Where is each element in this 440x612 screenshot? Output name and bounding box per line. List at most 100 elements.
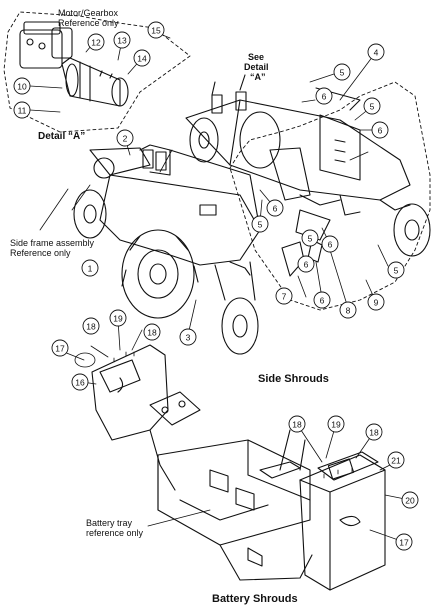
callout-number: 5 (394, 266, 399, 276)
callout-circle (387, 451, 405, 469)
callout-6: 6 (371, 121, 389, 139)
callout-9: 9 (367, 293, 385, 311)
side-frame-ref-line2: Reference only (10, 248, 71, 258)
callout-5: 5 (301, 229, 319, 247)
callout-19: 19 (109, 309, 127, 327)
callout-5: 5 (333, 63, 351, 81)
callout-number: 6 (273, 204, 278, 214)
callout-circle (13, 77, 31, 95)
callout-number: 3 (186, 333, 191, 343)
callout-11: 11 (13, 101, 31, 119)
callout-number: 18 (86, 322, 96, 332)
callout-5: 5 (387, 261, 405, 279)
callout-number: 1 (88, 264, 93, 274)
callout-circle (367, 43, 385, 61)
side-shroud-boundary (229, 81, 431, 311)
callout-circle (297, 255, 315, 273)
detail-a-ref-label-line1: Motor/Gearbox (58, 8, 119, 18)
callout-19: 19 (327, 415, 345, 433)
callout-number: 15 (151, 26, 161, 36)
side-shrouds-caption: Side Shrouds (258, 373, 329, 385)
callout-circle (147, 21, 165, 39)
see-detail-line3: “A” (250, 72, 266, 82)
callout-number: 7 (282, 292, 287, 302)
see-detail-line2: Detail (244, 62, 269, 72)
battery-tray-illustration (157, 429, 313, 581)
motor-gearbox-illustration (19, 21, 129, 107)
callout-number: 2 (123, 134, 128, 144)
callout-number: 11 (18, 106, 27, 116)
side-shroud-chair-illustration (185, 74, 431, 277)
callout-circle (82, 317, 100, 335)
callout-circle (143, 323, 161, 341)
callout-number: 19 (331, 420, 341, 430)
callout-6: 6 (297, 255, 315, 273)
callout-6: 6 (315, 87, 333, 105)
callout-circle (333, 63, 351, 81)
callout-1: 1 (81, 259, 99, 277)
callout-circle (275, 287, 293, 305)
callout-number: 6 (328, 240, 333, 250)
callout-number: 18 (292, 420, 302, 430)
callout-18: 18 (288, 415, 306, 433)
callout-number: 10 (17, 82, 27, 92)
callout-number: 6 (378, 126, 383, 136)
callout-number: 6 (304, 260, 309, 270)
callout-circle (179, 328, 197, 346)
callout-number: 19 (113, 314, 123, 324)
callout-number: 21 (391, 456, 401, 466)
callout-circle (401, 491, 419, 509)
callout-circle (87, 33, 105, 51)
callout-number: 18 (369, 428, 379, 438)
callout-number: 5 (370, 102, 375, 112)
callout-number: 9 (374, 298, 379, 308)
callout-20: 20 (401, 491, 419, 509)
callout-6: 6 (266, 199, 284, 217)
battery-shroud-illustration (91, 344, 201, 491)
callout-14: 14 (133, 49, 151, 67)
callout-circle (133, 49, 151, 67)
callout-number: 20 (405, 496, 415, 506)
callout-17: 17 (395, 533, 413, 551)
callout-2: 2 (116, 129, 134, 147)
callout-circle (116, 129, 134, 147)
callout-15: 15 (147, 21, 165, 39)
callout-circle (395, 533, 413, 551)
callout-circle (109, 309, 127, 327)
callout-circle (363, 97, 381, 115)
callout-3: 3 (179, 328, 197, 346)
callout-6: 6 (313, 291, 331, 309)
callout-16: 16 (71, 373, 89, 391)
callout-circle (371, 121, 389, 139)
callout-circle (313, 291, 331, 309)
callout-21: 21 (387, 451, 405, 469)
callout-13: 13 (113, 31, 131, 49)
callout-number: 6 (320, 296, 325, 306)
callout-circle (315, 87, 333, 105)
callout-circle (327, 415, 345, 433)
callout-circle (339, 301, 357, 319)
side-frame-ref-line1: Side frame assembly (10, 238, 95, 248)
callout-number: 6 (322, 92, 327, 102)
detail-a-ref-label-line2: Reference only (58, 18, 119, 28)
callout-6: 6 (321, 235, 339, 253)
callout-circle (387, 261, 405, 279)
battery-tray-ref-line1: Battery tray (86, 518, 133, 528)
rear-battery-shroud-illustration (299, 451, 386, 591)
callout-number: 18 (147, 328, 157, 338)
callout-number: 5 (258, 220, 263, 230)
callout-number: 12 (91, 38, 101, 48)
callout-12: 12 (87, 33, 105, 51)
callout-circle (13, 101, 31, 119)
callout-number: 4 (374, 48, 379, 58)
callout-number: 14 (137, 54, 147, 64)
battery-shrouds-caption: Battery Shrouds (212, 593, 298, 605)
callout-circle (251, 215, 269, 233)
callout-number: 13 (117, 36, 127, 46)
battery-tray-ref-line2: reference only (86, 528, 144, 538)
callout-circle (288, 415, 306, 433)
callout-number: 16 (75, 378, 85, 388)
